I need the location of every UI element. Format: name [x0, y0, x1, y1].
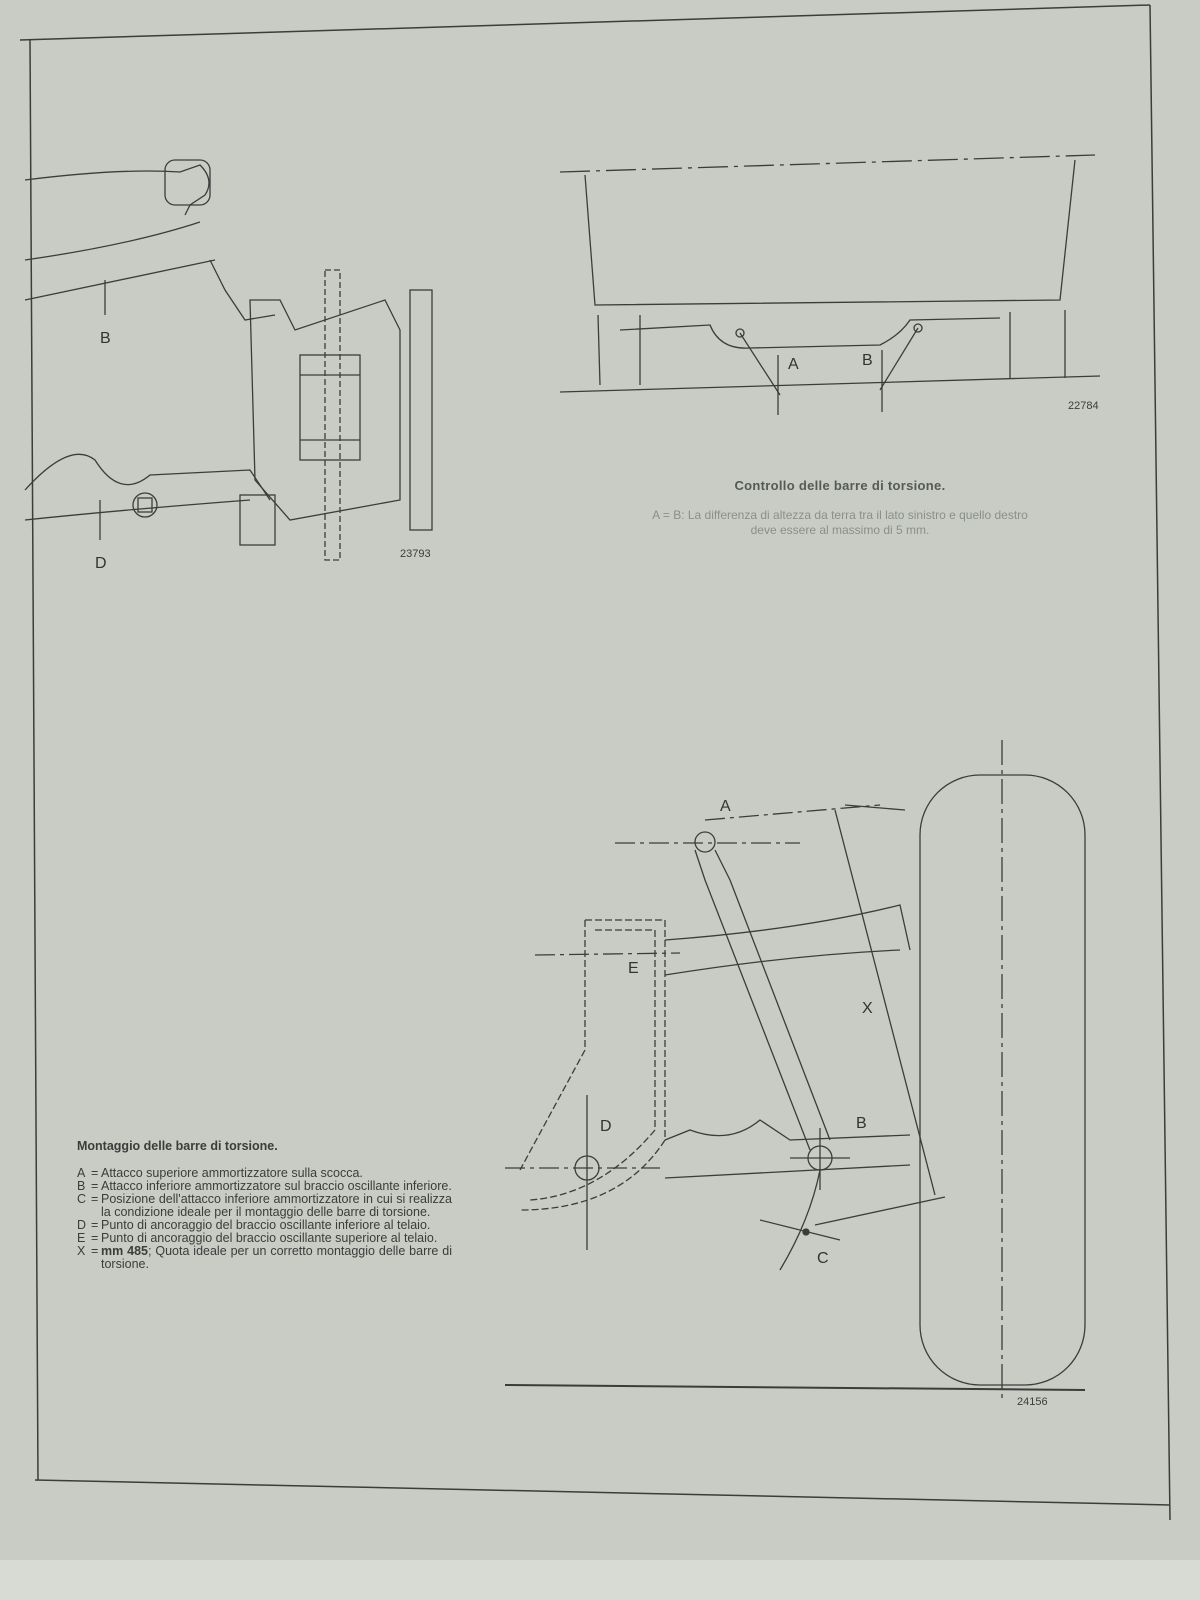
caption-line: deve essere al massimo di 5 mm.: [750, 523, 930, 537]
legend-key: B: [77, 1179, 86, 1193]
legend-key: D: [77, 1218, 87, 1232]
legend-text: Attacco superiore ammortizzatore sulla s…: [101, 1166, 363, 1180]
legend-text: Posizione dell'attacco inferiore ammorti…: [101, 1192, 452, 1219]
legend-text: Punto di ancoraggio del braccio oscillan…: [101, 1231, 438, 1245]
legend-text: Attacco inferiore ammortizzatore sul bra…: [101, 1179, 452, 1193]
legend-value: mm 485: [101, 1244, 148, 1258]
label-x: X: [862, 1000, 873, 1017]
label-b: B: [100, 330, 111, 347]
label-a: A: [788, 356, 799, 373]
legend-title: Montaggio delle barre di torsione.: [77, 1139, 278, 1153]
label-b: B: [862, 352, 873, 369]
legend-item: A=Attacco superiore ammortizzatore sulla…: [77, 1167, 452, 1180]
caption-line: A = B: La differenza di altezza da terra…: [652, 508, 1028, 522]
legend-key: A: [77, 1166, 86, 1180]
figure-caption: A = B: La differenza di altezza da terra…: [560, 508, 1120, 538]
label-c: C: [817, 1250, 829, 1267]
legend-item: D=Punto di ancoraggio del braccio oscill…: [77, 1219, 452, 1232]
legend-item: C=Posizione dell'attacco inferiore ammor…: [77, 1192, 452, 1219]
label-b: B: [856, 1115, 867, 1132]
legend: Montaggio delle barre di torsione. A=Att…: [77, 1140, 452, 1271]
figure-number: 23793: [400, 548, 431, 560]
legend-key: E: [77, 1231, 86, 1245]
legend-item: X=mm 485; Quota ideale per un corretto m…: [77, 1244, 452, 1271]
figure-number: 22784: [1068, 400, 1099, 412]
label-e: E: [628, 960, 639, 977]
legend-item: B=Attacco inferiore ammortizzatore sul b…: [77, 1179, 452, 1193]
figure-number: 24156: [1017, 1396, 1048, 1408]
legend-key: X: [77, 1244, 86, 1258]
legend-text: ; Quota ideale per un corretto montaggio…: [101, 1244, 452, 1271]
legend-text: Punto di ancoraggio del braccio oscillan…: [101, 1218, 431, 1232]
label-a: A: [720, 798, 731, 815]
legend-item: E=Punto di ancoraggio del braccio oscill…: [77, 1232, 452, 1245]
legend-key: C: [77, 1192, 87, 1206]
label-d: D: [600, 1118, 612, 1135]
figure-title: Controllo delle barre di torsione.: [734, 478, 946, 493]
label-d: D: [95, 555, 107, 572]
